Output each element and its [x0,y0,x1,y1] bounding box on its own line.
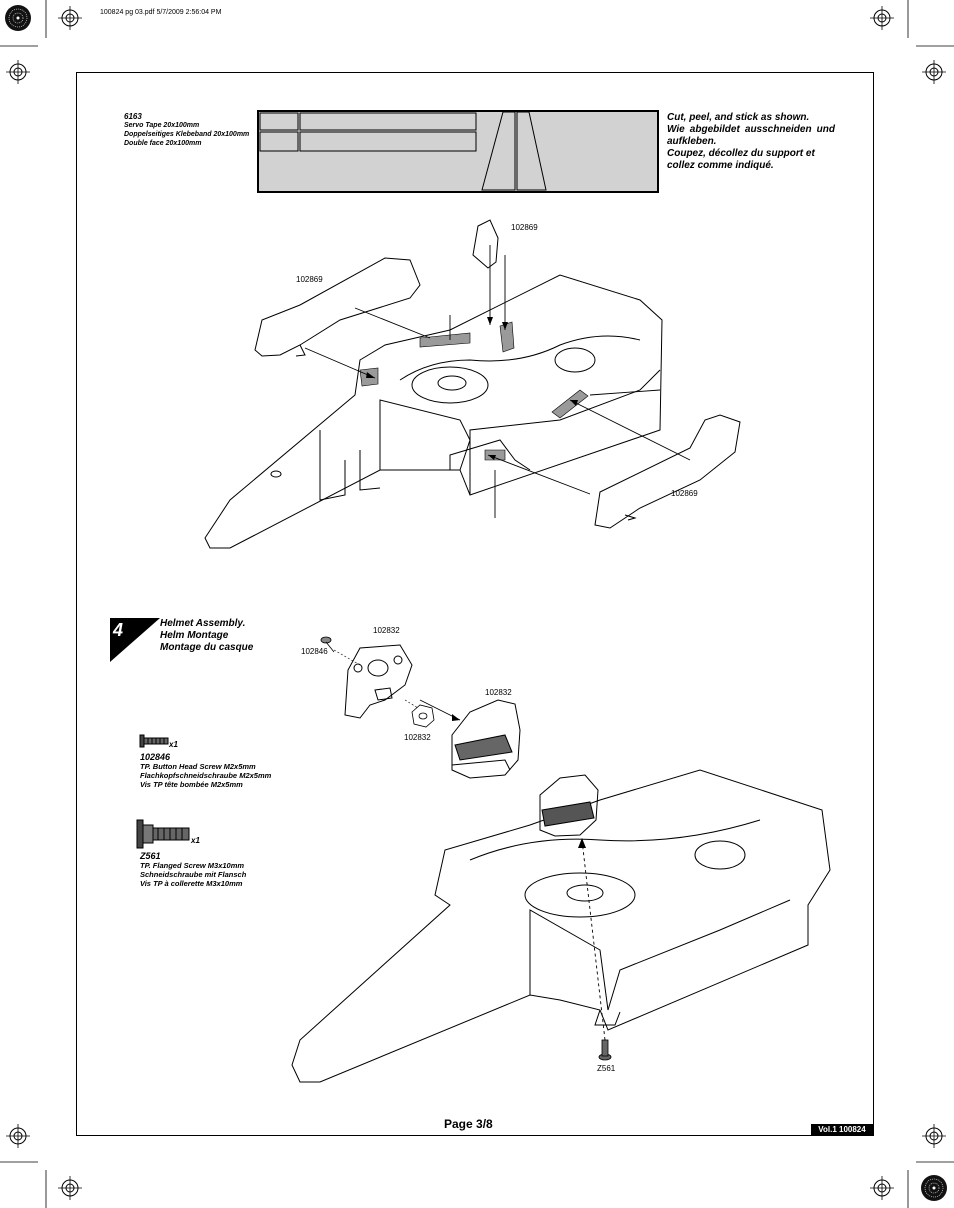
qty-Z561: x1 [191,836,200,845]
step-number: 4 [113,620,124,640]
registration-dial-icon [4,4,32,32]
sticker-name-en: Servo Tape 20x100mm [124,122,200,129]
instruction-en: Cut, peel, and stick as shown. [667,112,810,123]
label-screw-flanged: Z561 [597,1064,616,1073]
nut-drawing [411,704,435,728]
screw-icon-Z561 [136,819,190,849]
parts-name-fr: Vis TP à collerette M3x10mm [140,879,243,888]
print-info: 100824 pg 03.pdf 5/7/2009 2:56:04 PM [100,9,222,16]
parts-name-de: Schneidschraube mit Flansch [140,870,247,879]
sidepod-right [594,414,741,529]
step-badge [110,618,160,662]
part-label-sidepod-right: 102869 [671,489,698,498]
step-title-de: Helm Montage [160,630,229,641]
qty-102846: x1 [169,740,178,749]
page-number: Page 3/8 [444,1117,493,1131]
version-badge: Vol.1 100824 [811,1124,873,1136]
label-bracket: 102832 [373,626,400,635]
step-title: Helmet Assembly. Helm Montage Montage du… [160,618,253,654]
part-label-fin-top: 102869 [511,223,538,232]
parts-code: 102846 [140,752,171,762]
parts-name-de: Flachkopfschneidschraube M2x5mm [140,771,272,780]
helmet-bracket [344,644,413,719]
parts-102846: 102846 TP. Button Head Screw M2x5mm Flac… [140,752,272,790]
screw-small-drawing [320,636,335,653]
screw-flanged-drawing [598,1039,612,1061]
sticker-code: 6163 [124,112,142,121]
instruction-fr: Coupez, décollez du support et collez co… [667,148,815,171]
instructions: Cut, peel, and stick as shown. Wie abgeb… [667,112,835,172]
sticker-label: 6163 Servo Tape 20x100mm Doppelseitiges … [124,112,249,148]
helmet-installed [539,774,599,837]
parts-name-fr: Vis TP tête bombée M2x5mm [140,780,243,789]
helmet-drawing [451,699,521,779]
page-frame [76,72,874,1136]
registration-mark-icon [57,5,83,31]
parts-code: Z561 [140,851,161,861]
parts-name-en: TP. Flanged Screw M3x10mm [140,861,245,870]
step-title-en: Helmet Assembly. [160,618,246,629]
sticker-name-de: Doppelseitiges Klebeband 20x100mm [124,131,250,138]
screw-icon-102846 [139,734,169,748]
step-title-fr: Montage du casque [160,642,254,653]
parts-name-en: TP. Button Head Screw M2x5mm [140,762,256,771]
parts-Z561: Z561 TP. Flanged Screw M3x10mm Schneidsc… [140,851,247,889]
instruction-de: Wie abgebildet ausschneiden und aufklebe… [667,124,835,147]
sticker-name-fr: Double face 20x100mm [124,140,202,147]
car-body-top [204,274,663,549]
sidepod-left [254,257,421,357]
part-label-sidepod-left: 102869 [296,275,323,284]
car-body-bottom [291,769,831,1083]
sticker-sheet [257,110,659,193]
fin-top [472,219,499,269]
label-nut: 102832 [404,733,431,742]
registration-dial-icon [920,1174,948,1202]
label-helmet: 102832 [485,688,512,697]
label-screw-small: 102846 [301,647,328,656]
